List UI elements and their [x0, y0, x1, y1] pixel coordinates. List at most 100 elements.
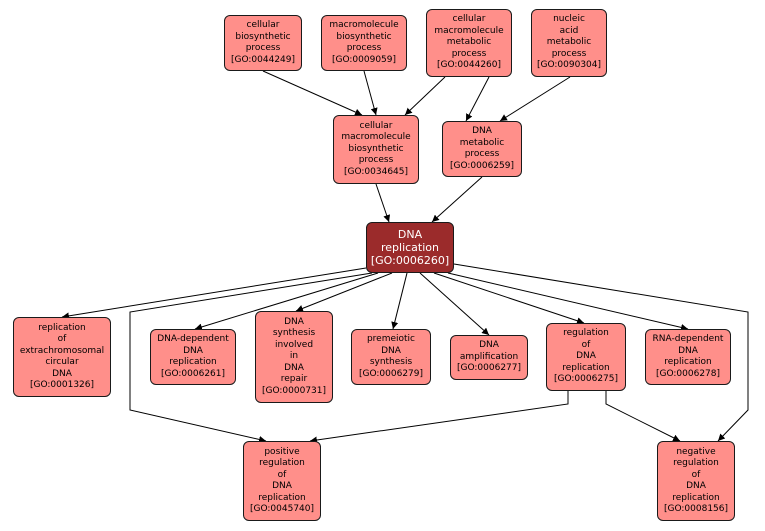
edge-n0006260-to-n0008156 — [453, 263, 749, 442]
node-label-line: extrachromosomal — [19, 345, 105, 356]
node-label-line: acid — [559, 25, 579, 36]
node-label-line: of — [57, 334, 67, 344]
node-label-line: DNA — [52, 368, 72, 379]
edge-n0006275-to-n0045740 — [309, 391, 569, 444]
node-label-line: DNA — [284, 362, 304, 373]
edge-n0006275-to-n0008156 — [605, 391, 681, 442]
edge-n0009059-to-n0034645 — [363, 70, 378, 116]
node-go-id: [GO:0034645] — [343, 166, 409, 177]
node-go-id: [GO:0006279] — [358, 368, 424, 379]
node-label-line: of — [581, 339, 591, 350]
node-label-line: DNA — [183, 345, 203, 356]
node-label-line: DNA — [678, 345, 698, 356]
node-label-line: DNA — [576, 351, 596, 362]
node-label-line: in — [289, 351, 299, 362]
node-go-id: [GO:0006259] — [449, 160, 515, 171]
node-label-line: DNA — [472, 126, 492, 136]
node-cellular-macromolecule-metabolic-process[interactable]: cellular macromolecule metabolic process… — [426, 9, 512, 77]
node-label-line: macromolecule — [434, 25, 504, 36]
node-label-line: replication — [169, 357, 217, 367]
node-label-line: process — [346, 43, 382, 53]
node-label-line: DNA — [272, 481, 292, 491]
node-go-id: [GO:0044260] — [436, 60, 502, 71]
edge-n0006260-to-n0001326 — [61, 267, 367, 320]
node-go-id: [GO:0006278] — [655, 368, 721, 379]
node-label-line: premeiotic — [366, 334, 416, 344]
node-go-id: [GO:0000731] — [261, 385, 327, 396]
edge-n0044249-to-n0034645 — [262, 70, 363, 116]
node-label-line: replication — [664, 357, 712, 367]
edge-n0044260-to-n0034645 — [404, 76, 446, 116]
node-negative-regulation-of-dna-replication[interactable]: negative regulation of DNA replication [… — [657, 441, 735, 521]
node-go-id: [GO:0009059] — [331, 54, 397, 65]
node-label-line: DNA — [686, 481, 706, 491]
node-replication-of-extrachromosomal-circular-dna[interactable]: replication of extrachromosomal circular… — [13, 317, 111, 397]
edge-n0006260-to-n0006275 — [433, 272, 585, 325]
node-label-line: cellular — [359, 120, 393, 131]
edge-n0044260-to-n0006259 — [465, 76, 490, 122]
node-go-id: [GO:0090304] — [536, 60, 602, 71]
node-label-line: DNA — [381, 345, 401, 356]
node-rna-dependent-dna-replication[interactable]: RNA-dependent DNA replication [GO:000627… — [645, 329, 731, 385]
node-macromolecule-biosynthetic-process[interactable]: macromolecule biosynthetic process [GO:0… — [321, 15, 407, 71]
node-nucleic-acid-metabolic-process[interactable]: nucleic acid metabolic process [GO:00903… — [531, 9, 607, 77]
edge-n0090304-to-n0006259 — [499, 76, 571, 122]
node-cellular-biosynthetic-process[interactable]: cellular biosynthetic process [GO:004424… — [224, 15, 302, 71]
edge-n0006260-to-n0045740 — [129, 272, 373, 443]
node-positive-regulation-of-dna-replication[interactable]: positive regulation of DNA replication [… — [243, 441, 321, 521]
edge-n0034645-to-n0006260 — [375, 183, 391, 223]
node-go-id: [GO:0045740] — [249, 504, 315, 514]
node-regulation-of-dna-replication[interactable]: regulation of DNA replication [GO:000627… — [546, 323, 626, 391]
node-premeiotic-dna-synthesis[interactable]: premeiotic DNA synthesis [GO:0006279] — [351, 329, 431, 385]
node-label-line: DNA-dependent — [157, 334, 229, 344]
node-dna-replication-focus[interactable]: DNA replication [GO:0006260] — [366, 222, 454, 273]
node-label-line: replication — [562, 362, 610, 373]
node-label-line: nucleic — [553, 14, 585, 25]
node-label-line: biosynthetic — [235, 31, 291, 42]
node-label-line: regulation — [563, 328, 609, 339]
node-label-line: metabolic — [546, 37, 592, 48]
node-label-line: regulation — [259, 458, 305, 468]
node-label-line: biosynthetic — [336, 31, 392, 42]
node-dna-synthesis-involved-in-dna-repair[interactable]: DNA synthesis involved in DNA repair [GO… — [255, 311, 333, 403]
node-label-line: repair — [280, 374, 308, 385]
node-label-line: metabolic — [446, 37, 492, 48]
node-label-line: RNA-dependent — [652, 334, 724, 344]
node-label-line: cellular — [246, 20, 280, 30]
node-label-line: replication — [672, 492, 720, 503]
node-dna-dependent-dna-replication[interactable]: DNA-dependent DNA replication [GO:000626… — [150, 329, 236, 385]
node-label-line: process — [464, 149, 500, 159]
node-label-line: replication — [38, 322, 86, 333]
node-label-line: DNA — [397, 228, 423, 241]
node-label-line: macromolecule — [329, 20, 399, 30]
node-go-id: [GO:0008156] — [663, 504, 729, 514]
node-cellular-macromolecule-biosynthetic-process[interactable]: cellular macromolecule biosynthetic proc… — [333, 115, 419, 184]
node-label-line: process — [451, 48, 487, 59]
node-label-line: of — [277, 469, 287, 480]
edge-n0006260-to-n0006278 — [447, 272, 689, 331]
node-go-id: [GO:0044249] — [230, 54, 296, 65]
node-label-line: regulation — [673, 458, 719, 468]
node-go-id: [GO:0006275] — [553, 374, 619, 385]
node-label-line: amplification — [459, 351, 519, 362]
node-label-line: DNA — [479, 340, 499, 351]
node-go-id: [GO:0006260] — [370, 254, 450, 267]
node-label-line: metabolic — [459, 137, 505, 148]
edge-n0006260-to-n0000731 — [295, 272, 393, 312]
edge-n0006260-to-n0006279 — [391, 272, 408, 330]
node-label-line: synthesis — [272, 328, 316, 339]
edge-n0006260-to-n0006277 — [419, 272, 490, 336]
node-go-id: [GO:0006261] — [160, 368, 226, 379]
node-label-line: of — [691, 469, 701, 480]
edge-n0006259-to-n0006260 — [431, 176, 483, 223]
node-dna-amplification[interactable]: DNA amplification [GO:0006277] — [450, 335, 528, 380]
node-dna-metabolic-process[interactable]: DNA metabolic process [GO:0006259] — [442, 121, 522, 177]
node-label-line: macromolecule — [341, 132, 411, 143]
edge-n0006260-to-n0006261 — [194, 272, 379, 331]
node-go-id: [GO:0001326] — [29, 380, 95, 390]
node-label-line: DNA — [284, 316, 304, 327]
node-label-line: positive — [264, 446, 300, 457]
node-label-line: process — [551, 48, 587, 59]
node-label-line: replication — [380, 241, 439, 254]
